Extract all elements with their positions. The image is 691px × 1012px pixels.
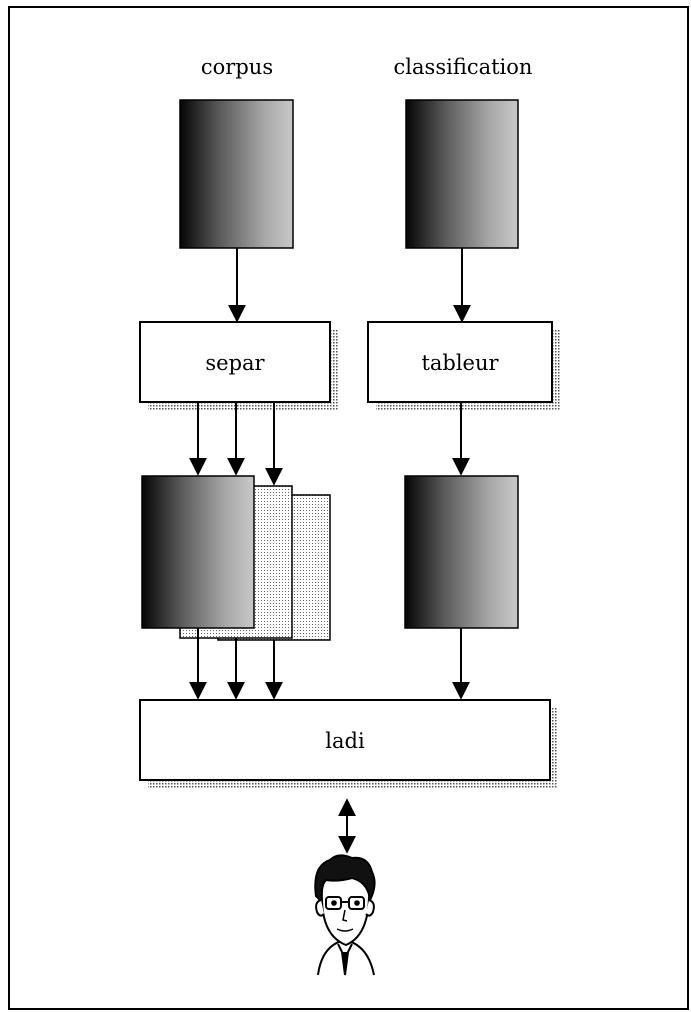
ladi-label: ladi: [325, 729, 365, 753]
classification-label: classification: [394, 55, 533, 79]
corpus-document: [179, 99, 294, 249]
figure-frame: [8, 6, 689, 1010]
table-document: [404, 475, 519, 629]
corpus-label: corpus: [201, 55, 273, 79]
separ-box: separ: [139, 321, 338, 410]
user-icon: [314, 854, 376, 976]
tableur-label: tableur: [421, 351, 499, 375]
split-documents-stack: [141, 475, 331, 641]
classification-document: [405, 99, 519, 249]
ladi-box: ladi: [139, 699, 558, 788]
tableur-box: tableur: [367, 321, 560, 410]
separ-label: separ: [205, 351, 265, 375]
split-document-1: [141, 475, 255, 629]
